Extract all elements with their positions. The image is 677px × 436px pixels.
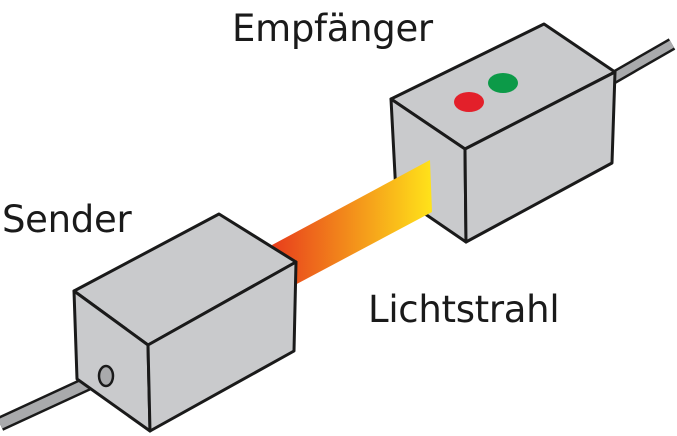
- sender-box: [72, 212, 298, 433]
- sender-side-face: [146, 260, 298, 433]
- receiver-side-face: [463, 70, 617, 244]
- receiver-cable: [602, 38, 676, 88]
- light-beam: [272, 160, 432, 286]
- receiver-label: Empfänger: [232, 7, 433, 50]
- red-led-icon: [454, 92, 484, 112]
- sender-label: Sender: [2, 198, 132, 241]
- sender-cable-port: [97, 364, 115, 388]
- light-beam-label: Lichtstrahl: [368, 288, 560, 331]
- green-led-icon: [488, 73, 518, 93]
